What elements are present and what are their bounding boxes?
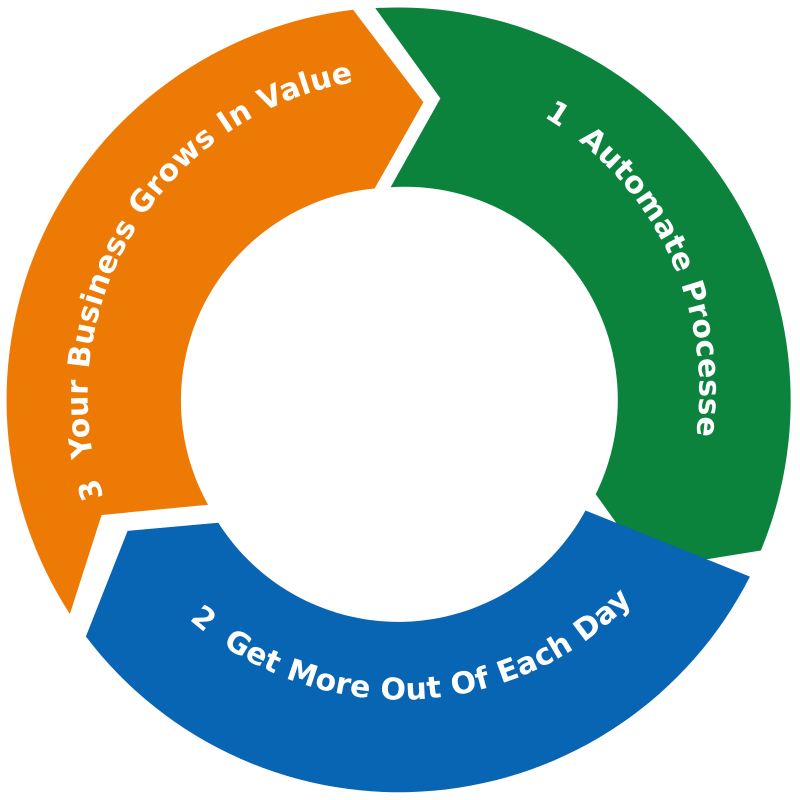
segment-2-arc xyxy=(85,510,750,793)
segment-3-arc xyxy=(6,9,424,615)
segment-1-arc xyxy=(375,7,791,569)
segment-get-more-out-of-each-day: 2 Get More Out Of Each Day xyxy=(85,510,750,793)
